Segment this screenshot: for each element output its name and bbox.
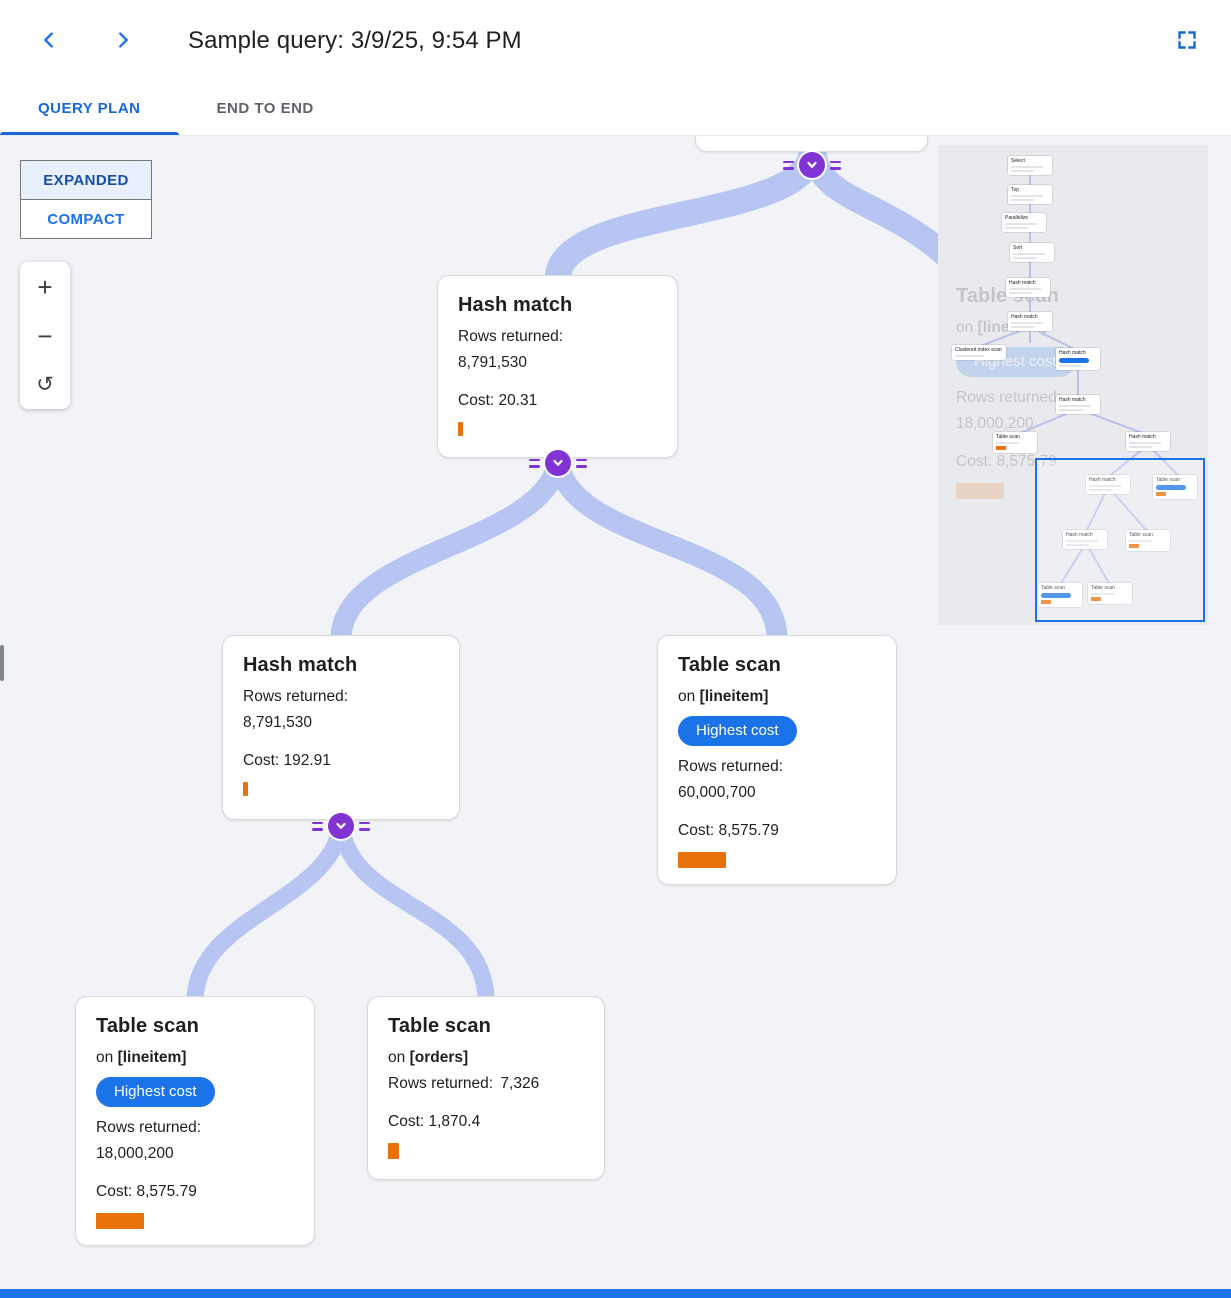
rows-returned: Rows returned: 8,791,530 (243, 688, 349, 731)
plan-node-hash-match-left[interactable]: Hash match Rows returned: 8,791,530 Cost… (222, 635, 460, 820)
plan-node-table-scan-bottom-left[interactable]: Table scan on [lineitem] Highest cost Ro… (75, 996, 315, 1246)
compact-button[interactable]: COMPACT (20, 199, 152, 239)
table-name: on [orders] (388, 1049, 469, 1066)
cost-bar (388, 1143, 399, 1159)
table-name: on [lineitem] (678, 688, 769, 705)
plan-node-table-scan-right[interactable]: Table scan on [lineitem] Highest cost Ro… (657, 635, 897, 885)
node-title: Table scan (678, 654, 781, 676)
minimap-node: Table scan (1126, 530, 1170, 551)
minimap-node: Parallelize (1002, 213, 1046, 232)
collapse-lines (312, 821, 323, 831)
cost: Cost: 8,575.79 (678, 822, 779, 839)
cost: Cost: 20.31 (458, 392, 538, 409)
cost: Cost: 192.91 (243, 752, 331, 769)
plan-canvas[interactable]: Hash match Rows returned: 8,791,530 Cost… (0, 136, 1231, 1298)
minimap-node: Select (1008, 156, 1052, 175)
rows-returned: Rows returned: 8,791,530 (458, 328, 564, 371)
plan-node-table-scan-bottom-mid[interactable]: Table scan on [orders] Rows returned: 7,… (367, 996, 605, 1180)
cost-bar (243, 782, 248, 796)
collapse-button-hash-root[interactable] (529, 450, 587, 476)
minimap-node: Hash match (1126, 432, 1170, 451)
collapse-lines (576, 458, 587, 468)
fullscreen-icon (1175, 28, 1199, 55)
page-title: Sample query: 3/9/25, 9:54 PM (188, 27, 522, 54)
minimap-node: Table scan (1088, 583, 1132, 604)
minimap-node: Hash match (1063, 530, 1107, 549)
collapse-lines (359, 821, 370, 831)
zoom-controls: + − ↺ (20, 262, 70, 409)
edge-hash-to-left-hash (330, 443, 569, 650)
cost-bar (96, 1213, 144, 1229)
node-title: Hash match (243, 654, 358, 676)
highest-cost-badge: Highest cost (96, 1077, 215, 1107)
fullscreen-button[interactable] (1169, 22, 1205, 61)
tab-query-plan[interactable]: QUERY PLAN (0, 82, 179, 135)
expanded-button[interactable]: EXPANDED (20, 160, 152, 200)
minimap-node: Table scan (1038, 583, 1082, 607)
minimap-node: Clustered index scan (952, 345, 1006, 360)
cost: Cost: 1,870.4 (388, 1113, 481, 1130)
minimap[interactable]: Table scan on [lineitem] Highest cost Ro… (938, 145, 1208, 625)
rows-returned: Rows returned: 18,000,200 (96, 1119, 202, 1162)
minimap-node: Top (1008, 185, 1052, 204)
minimap-node: Sort (1010, 243, 1054, 262)
zoom-out-button[interactable]: − (20, 311, 70, 360)
forward-button[interactable] (106, 23, 140, 60)
tab-end-to-end[interactable]: END TO END (216, 100, 314, 117)
zoom-in-button[interactable]: + (20, 262, 70, 311)
cost-bar (458, 422, 463, 436)
minimap-node: Table scan (993, 432, 1037, 453)
edge-hash-to-right-scan (547, 443, 788, 650)
nav-group (32, 23, 140, 60)
highest-cost-badge: Highest cost (678, 716, 797, 746)
chevron-right-icon (112, 29, 134, 54)
view-mode-toggle: EXPANDED COMPACT (20, 160, 152, 239)
minimap-node: Hash match (1086, 475, 1130, 494)
collapse-button-hash-left[interactable] (312, 813, 370, 839)
node-title: Table scan (96, 1015, 199, 1037)
cost-bar (678, 852, 726, 868)
collapse-lines (830, 160, 841, 170)
edge-root-to-hash (545, 137, 825, 291)
back-button[interactable] (32, 23, 66, 60)
minimap-node: Hash match (1056, 348, 1100, 370)
collapse-lines (529, 458, 540, 468)
node-title: Table scan (388, 1015, 491, 1037)
plan-node-root-partial[interactable] (695, 136, 928, 152)
table-name: on [lineitem] (96, 1049, 187, 1066)
zoom-reset-button[interactable]: ↺ (20, 360, 70, 409)
minimap-node: Hash match (1006, 278, 1050, 297)
minimap-node: Hash match (1056, 395, 1100, 414)
chevron-down-icon (545, 450, 571, 476)
tab-bar: QUERY PLAN END TO END (0, 82, 1231, 136)
edge-lefthash-to-scan-bl (186, 809, 350, 1010)
rows-returned: Rows returned: 7,326 (388, 1075, 540, 1092)
collapse-button-root[interactable] (783, 152, 841, 178)
node-title: Hash match (458, 294, 573, 316)
chevron-down-icon (799, 152, 825, 178)
cost: Cost: 8,575.79 (96, 1183, 197, 1200)
rows-returned: Rows returned: 60,000,700 (678, 758, 784, 801)
collapse-lines (783, 160, 794, 170)
vertical-scrollbar-thumb[interactable] (0, 645, 4, 681)
chevron-left-icon (38, 29, 60, 54)
edge-lefthash-to-scan-bm (332, 809, 495, 1010)
minimap-viewport[interactable] (1035, 458, 1205, 622)
minimap-node: Hash match (1008, 312, 1052, 331)
header: Sample query: 3/9/25, 9:54 PM (0, 0, 1231, 82)
horizontal-scrollbar[interactable] (0, 1289, 1231, 1298)
plan-node-hash-match-root[interactable]: Hash match Rows returned: 8,791,530 Cost… (437, 275, 678, 458)
chevron-down-icon (328, 813, 354, 839)
minimap-node: Table scan (1153, 475, 1197, 499)
